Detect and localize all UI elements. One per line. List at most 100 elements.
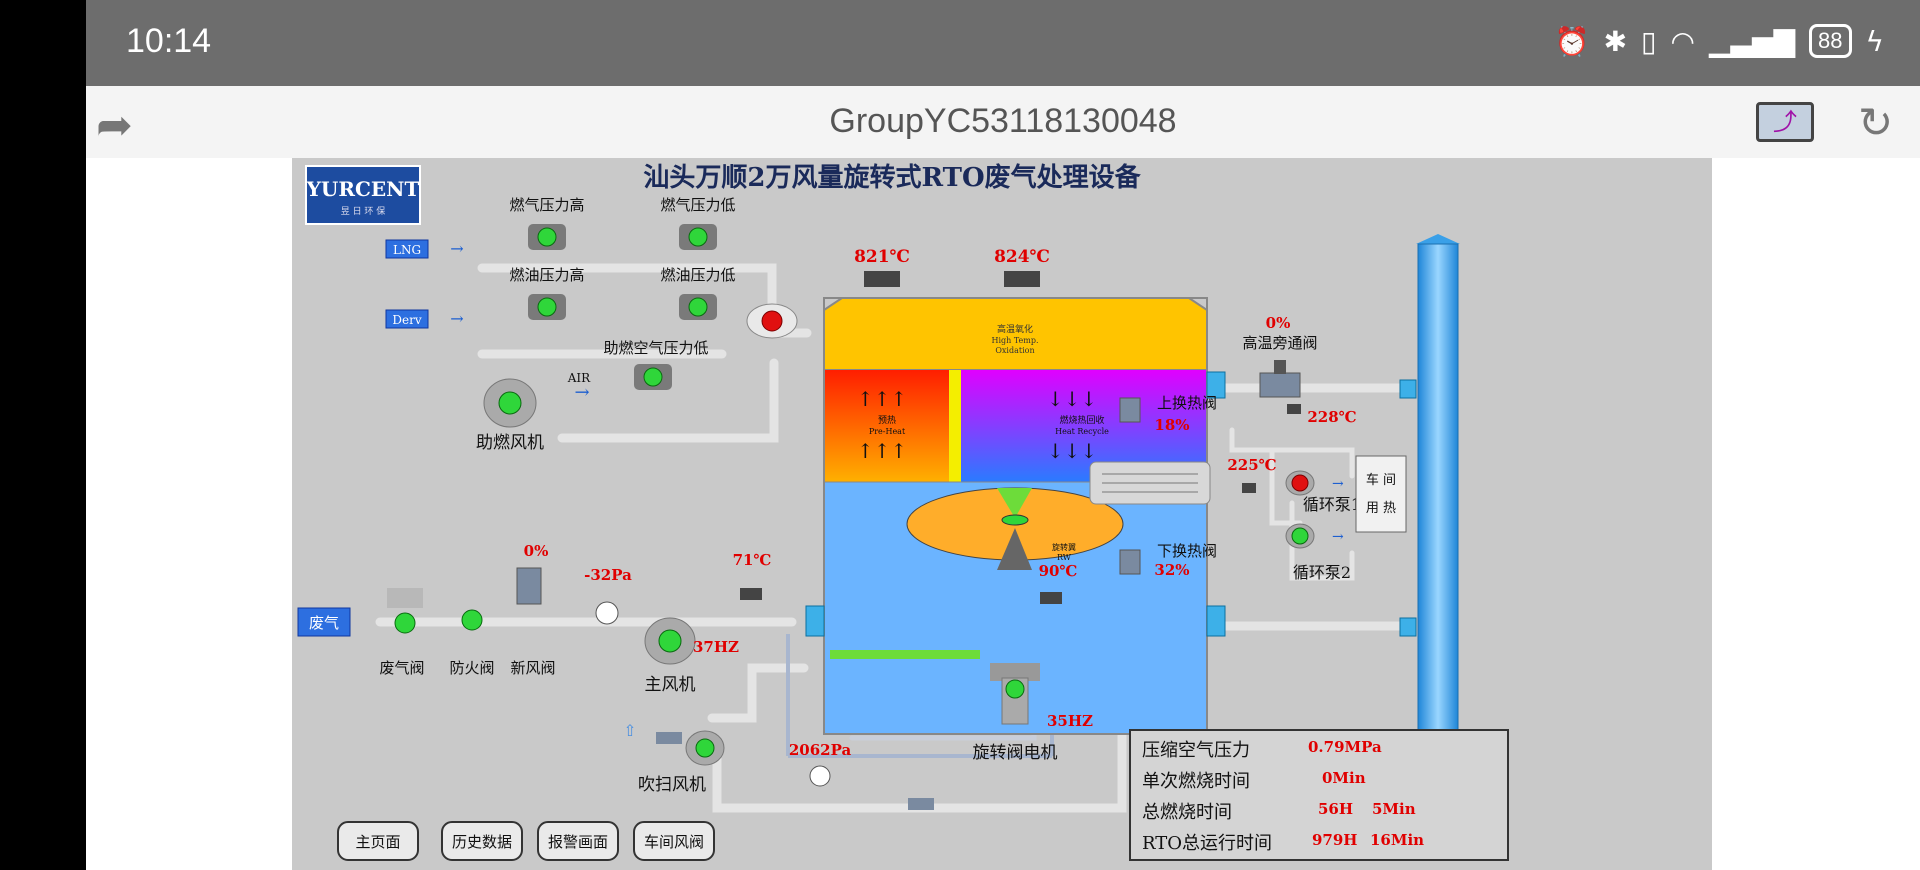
workshop-heat-line1: 车 间 <box>1366 472 1396 488</box>
gas-pressure-high-switch[interactable]: 燃气压力高 <box>509 196 585 250</box>
nav-button-home[interactable]: 主页面 <box>337 821 419 861</box>
chamber-top-en1: High Temp. <box>991 336 1038 345</box>
refresh-icon[interactable]: ↻ <box>1858 98 1894 147</box>
preheat-en: Pre-Heat <box>869 427 906 436</box>
scada-panel: YURCENT 昱 日 环 保 汕头万顺2万风量旋转式RTO废气处理设备 <box>292 158 1712 870</box>
combustion-fan-label: 助燃风机 <box>476 433 544 453</box>
lower-heat-exchange-valve[interactable] <box>1119 549 1141 575</box>
gas-pressure-low-switch[interactable]: 燃气压力低 <box>660 196 736 250</box>
nav-button-label: 车间风阀 <box>644 833 704 851</box>
diagram-title: 汕头万顺2万风量旋转式RTO废气处理设备 <box>643 162 1141 193</box>
derv-label: Derv <box>392 313 421 327</box>
heat-recycle-en: Heat Recycle <box>1055 427 1109 436</box>
upper-heat-exchange-valve-label: 上换热阀 <box>1157 394 1217 412</box>
preheat-cn: 预热 <box>878 414 896 426</box>
arrow-right-icon: → <box>450 309 463 328</box>
bluetooth-icon: ✱ <box>1603 24 1628 58</box>
arrow-up-icon: ↑↑↑ <box>857 387 907 411</box>
hx-temp-sensor-2 <box>1242 483 1256 493</box>
nav-button-alarms[interactable]: 报警画面 <box>537 821 619 861</box>
wifi-icon: ◠ <box>1670 24 1695 58</box>
reading-outlet-temp: 90℃ <box>1039 562 1078 580</box>
info-row-label: 单次燃烧时间 <box>1142 771 1250 792</box>
rotary-valve-motor-label: 旋转阀电机 <box>973 743 1058 763</box>
reading-main-fan-frequency: 37HZ <box>693 638 739 656</box>
waste-gas-valve-label: 废气阀 <box>379 659 424 677</box>
purge-pressure-gauge <box>809 765 831 787</box>
share-icon[interactable]: ⤴ <box>1756 102 1814 142</box>
rotary-wing-cn: 旋转翼 <box>1052 542 1076 552</box>
fire-damper[interactable] <box>461 609 483 631</box>
info-row-value2: 5Min <box>1372 800 1416 818</box>
signal-4g-icon: ▁▃▅▇ <box>1708 24 1796 58</box>
heat-exchanger <box>1089 461 1211 505</box>
vent-up-arrow-icon: ⇧ <box>623 721 636 740</box>
app-bar: ➦ GroupYC53118130048 ⤴ ↻ <box>86 86 1920 158</box>
fresh-air-valve-label: 新风阀 <box>510 659 555 677</box>
nav-button-workshop-valve[interactable]: 车间风阀 <box>633 821 715 861</box>
upper-heat-exchange-valve[interactable] <box>1119 397 1141 423</box>
circulation-pump-2[interactable] <box>1285 523 1315 549</box>
info-row-label: 压缩空气压力 <box>1142 740 1250 761</box>
lower-heat-exchange-valve-label: 下换热阀 <box>1157 542 1217 560</box>
reading-inlet-temp: 71℃ <box>733 551 772 569</box>
operation-info-panel: 压缩空气压力 0.79MPa 单次燃烧时间 0Min 总燃烧时间 56H 5Mi… <box>1129 729 1509 861</box>
burner-alarm-indicator <box>761 310 783 332</box>
nav-button-label: 主页面 <box>355 833 400 851</box>
arrow-right-icon: → <box>1332 476 1344 492</box>
arrow-right-icon: → <box>574 382 589 403</box>
arrow-down-icon: ↓↓↓ <box>1047 439 1097 463</box>
rotary-valve-motor[interactable] <box>990 663 1040 725</box>
hx-temp-sensor-1 <box>1287 404 1301 414</box>
info-row-label: 总燃烧时间 <box>1142 802 1232 823</box>
waste-gas-input-box <box>297 607 351 637</box>
rotary-wing-en: RW <box>1057 553 1072 562</box>
reading-bypass-percent: 0% <box>1266 314 1291 332</box>
reading-lower-hx-percent: 32% <box>1154 561 1189 579</box>
circulation-pump-1[interactable] <box>1285 470 1315 496</box>
chamber-top-cn: 高温氧化 <box>997 323 1033 335</box>
purge-valve[interactable] <box>656 732 682 744</box>
reading-fresh-air-percent: 0% <box>524 542 549 560</box>
chamber-hot-outlet-flange <box>1206 371 1226 399</box>
chamber-outlet-flange <box>1206 605 1226 637</box>
pressure-gauge <box>595 601 619 625</box>
back-arrow-icon[interactable]: ➦ <box>96 100 133 151</box>
reading-upper-hx-percent: 18% <box>1154 416 1189 434</box>
purge-fan[interactable] <box>685 730 725 766</box>
oil-pressure-low-switch[interactable]: 燃油压力低 <box>660 266 736 320</box>
outlet-temp-sensor <box>1040 592 1062 604</box>
nav-button-history[interactable]: 历史数据 <box>441 821 523 861</box>
high-temp-bypass-valve[interactable] <box>1259 360 1301 398</box>
info-row-value: 0.79MPa <box>1308 738 1382 756</box>
combustion-fan[interactable] <box>483 378 537 428</box>
clock: 10:14 <box>126 22 212 60</box>
reading-main-pressure: -32Pa <box>584 566 632 584</box>
info-row-value: 0Min <box>1322 769 1366 787</box>
high-temp-bypass-valve-label: 高温旁通阀 <box>1242 334 1317 352</box>
info-row-value: 979H <box>1312 831 1357 849</box>
air-label: AIR <box>567 371 591 385</box>
combustion-air-pressure-low-switch[interactable]: 助燃空气压力低 <box>603 339 709 390</box>
gas-pressure-high-label: 燃气压力高 <box>509 196 584 214</box>
device-frame: 10:14 ⏰ ✱ ▯ ◠ ▁▃▅▇ 88 ϟ ➦ GroupYC5311813… <box>86 0 1920 870</box>
circulation-pump-1-label: 循环泵1 <box>1303 495 1361 514</box>
arrow-up-icon: ↑↑↑ <box>857 439 907 463</box>
temp-sensor-right <box>1004 271 1040 287</box>
purge-duct <box>830 650 980 659</box>
alarm-icon: ⏰ <box>1554 24 1590 58</box>
oil-pressure-high-switch[interactable]: 燃油压力高 <box>509 266 585 320</box>
workshop-heat-box <box>1355 455 1407 533</box>
company-logo: YURCENT 昱 日 环 保 <box>305 165 421 225</box>
battery-icon: 88 <box>1809 24 1852 58</box>
workshop-heat-line2: 用 热 <box>1366 501 1396 516</box>
arrow-right-icon: → <box>450 239 463 258</box>
drain-valve[interactable] <box>908 798 934 810</box>
reading-temp-top-left: 821℃ <box>854 247 910 267</box>
circulation-pump-2-label: 循环泵2 <box>1293 563 1351 582</box>
info-row-label: RTO总运行时间 <box>1142 833 1272 854</box>
waste-gas-valve[interactable] <box>387 588 423 634</box>
flow-arrows: ↑↑↑ ↑↑↑ ↓↓↓ ↓↓↓ <box>857 387 1097 463</box>
fresh-air-valve[interactable] <box>516 567 542 605</box>
main-fan[interactable] <box>644 617 696 665</box>
